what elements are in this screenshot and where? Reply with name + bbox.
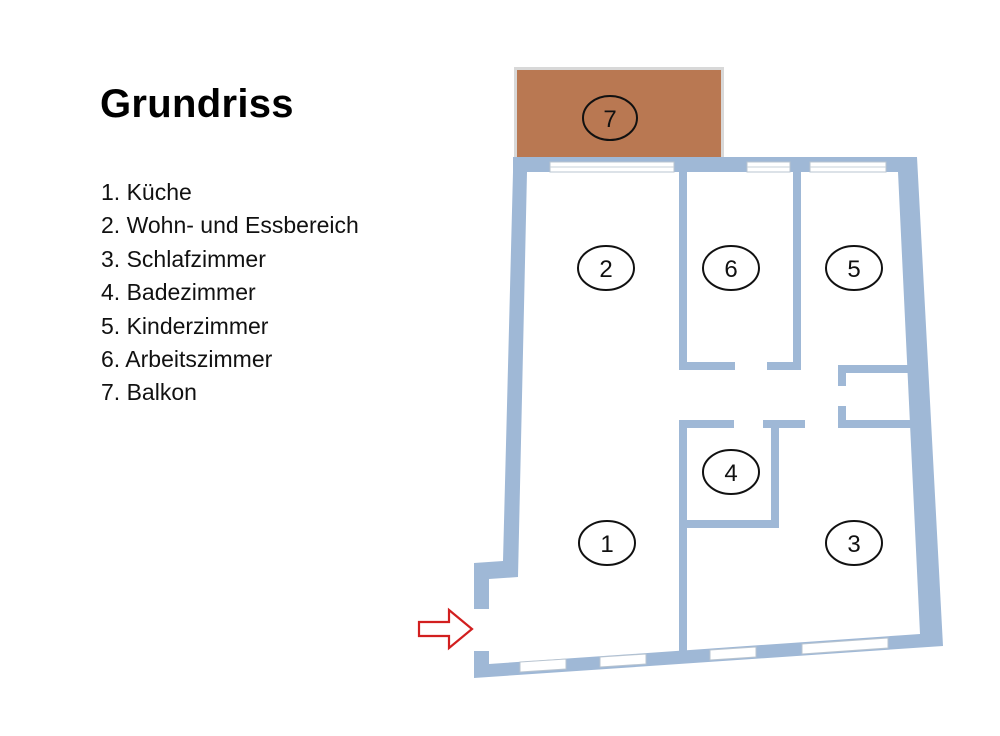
interior-walls xyxy=(679,172,915,652)
balcony xyxy=(514,67,724,158)
legend-item-arbeitszimmer: 6. Arbeitszimmer xyxy=(101,346,273,373)
room-legend: 1. Küche 2. Wohn- und Essbereich 3. Schl… xyxy=(101,176,359,410)
page-title: Grundriss xyxy=(100,82,294,126)
wall-5-bottom xyxy=(838,365,913,373)
room-marker-4-label: 4 xyxy=(724,460,737,487)
window-bottom-1b xyxy=(599,653,647,668)
room-marker-1-label: 1 xyxy=(600,531,613,558)
legend-item-badezimmer: 4. Badezimmer xyxy=(101,279,256,306)
wall-6-bottom-right xyxy=(767,362,801,370)
room-marker-3: 3 xyxy=(825,520,883,566)
room-marker-2-label: 2 xyxy=(599,256,612,283)
legend-item-wohn-essbereich: 2. Wohn- und Essbereich xyxy=(101,212,359,239)
room-marker-2: 2 xyxy=(577,245,635,291)
wall-2-6 xyxy=(679,172,687,370)
room-marker-6-label: 6 xyxy=(724,256,737,283)
wall-6-5 xyxy=(793,172,801,370)
wall-4-top-left xyxy=(679,420,734,428)
room-marker-1-circle xyxy=(578,520,636,566)
room-marker-2-circle xyxy=(577,245,635,291)
room-marker-3-label: 3 xyxy=(847,531,860,558)
wall-6-bottom-left xyxy=(679,362,735,370)
room-marker-7-circle xyxy=(582,95,638,141)
windows xyxy=(519,161,889,673)
room-marker-3-circle xyxy=(825,520,883,566)
room-marker-5: 5 xyxy=(825,245,883,291)
wall-4-bottom xyxy=(687,520,779,528)
wall-5-door-stub xyxy=(838,365,846,386)
room-marker-4-circle xyxy=(702,449,760,495)
legend-item-kueche: 1. Küche xyxy=(101,179,192,205)
wall-4-top-right xyxy=(763,420,805,428)
room-marker-5-label: 5 xyxy=(847,256,860,283)
window-bottom-1a xyxy=(519,658,567,673)
wall-4-right xyxy=(771,420,779,528)
room-marker-7: 7 xyxy=(582,95,638,141)
wall-3-top-right xyxy=(838,420,915,428)
legend-item-kinderzimmer: 5. Kinderzimmer xyxy=(101,312,269,339)
legend-item-balkon: 7. Balkon xyxy=(101,379,197,406)
wall-3-door-stub xyxy=(838,406,846,428)
window-bottom-3a xyxy=(709,646,757,661)
balcony-floor xyxy=(517,70,721,158)
outer-walls xyxy=(474,157,943,678)
room-marker-7-label: 7 xyxy=(603,106,616,133)
room-marker-4: 4 xyxy=(702,449,760,495)
entrance-arrow-icon xyxy=(417,607,474,651)
room-marker-6: 6 xyxy=(702,245,760,291)
room-marker-5-circle xyxy=(825,245,883,291)
room-marker-1: 1 xyxy=(578,520,636,566)
legend-item-schlafzimmer: 3. Schlafzimmer xyxy=(101,245,266,272)
outer-wall xyxy=(474,157,943,678)
window-bottom-3b xyxy=(801,637,889,655)
wall-1-right xyxy=(679,420,687,652)
room-marker-6-circle xyxy=(702,245,760,291)
